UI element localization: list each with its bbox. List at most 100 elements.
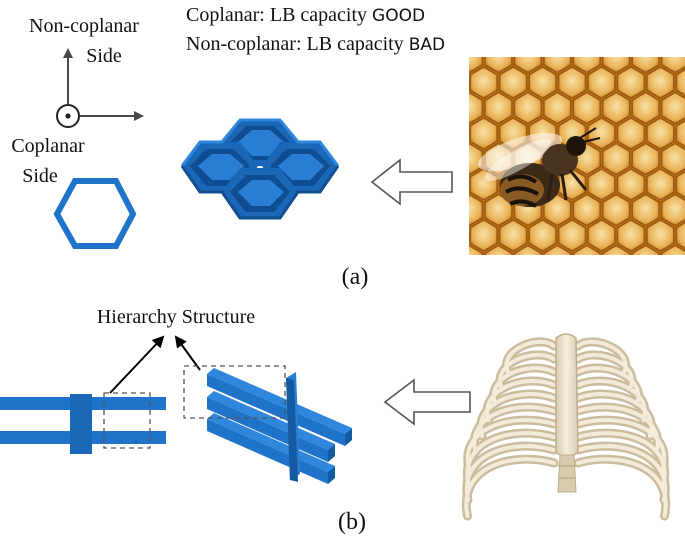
honeycomb-3d-structure-icon	[180, 118, 340, 220]
honeycomb-cell	[602, 91, 631, 125]
honeycomb-bee-photo	[426, 16, 685, 302]
rib-bone	[464, 444, 556, 502]
honeycomb-cell	[469, 219, 498, 252]
honeycomb-cell	[572, 244, 601, 255]
honeycomb-cell	[675, 170, 685, 199]
honeycomb-cell	[484, 244, 513, 255]
honeycomb-cell	[631, 244, 660, 255]
honeycomb-cell	[660, 57, 685, 74]
rib-bone	[465, 431, 556, 486]
hierarchy-structure-label: Hierarchy Structure	[97, 306, 255, 328]
rib-bone	[465, 418, 556, 470]
honeycomb-cell	[587, 66, 616, 99]
honeycomb-cell	[631, 91, 660, 125]
honeycomb-cell	[572, 57, 601, 74]
honeycomb-cell	[676, 16, 685, 47]
honeycomb-cell	[616, 219, 646, 252]
hexagon-icon	[53, 178, 137, 249]
honeycomb-cell	[559, 271, 586, 302]
honeycomb-cell	[543, 57, 572, 74]
honeycomb-cell	[469, 244, 484, 255]
honeycomb-cell	[484, 57, 513, 74]
hollow-arrow-b-icon	[383, 378, 471, 426]
honeycomb-cell	[469, 193, 484, 227]
honeycomb-cell	[484, 91, 513, 125]
honeycomb-cell	[513, 91, 543, 125]
honeycomb-cell	[646, 117, 675, 150]
honeycomb-cell	[469, 117, 498, 150]
caption-non-coplanar: Non-coplanar: LB capacity BAD	[186, 33, 445, 55]
honeycomb-cell	[616, 66, 646, 99]
rib-2d-structure-icon	[0, 394, 166, 454]
rib-bone	[576, 457, 668, 518]
honeycomb-cell	[587, 219, 616, 252]
honeycomb-cell	[469, 91, 484, 125]
hierarchy-dashed-box-right	[183, 365, 286, 419]
honeycomb-cell	[528, 66, 557, 99]
honeycomb-cell	[647, 16, 674, 47]
bee-icon	[477, 127, 601, 208]
honeycomb-cell	[441, 67, 468, 98]
axis-coplanar-label: Coplanar	[11, 135, 85, 157]
honeycomb-cell	[572, 91, 601, 125]
honeycomb-cell	[660, 91, 685, 125]
honeycomb-cell	[426, 144, 453, 175]
honeycomb-cell	[602, 57, 631, 74]
honeycomb-cell	[513, 57, 543, 74]
caption-coplanar: Coplanar: LB capacity GOOD	[186, 4, 425, 26]
leader-arrow-right	[174, 335, 201, 371]
honeycomb-cell	[646, 219, 675, 252]
axis-non-coplanar-side-label: Side	[86, 45, 122, 67]
honeycomb-cell	[426, 195, 453, 226]
honeycomb-cell	[426, 93, 453, 124]
rib-3d-structure-icon	[207, 368, 352, 484]
axis-non-coplanar-label: Non-coplanar	[29, 15, 139, 37]
axis-coplanar-side-label: Side	[22, 165, 58, 187]
honeycomb-cell	[631, 193, 660, 227]
honeycomb-cell	[660, 244, 685, 255]
honeycomb-cell	[602, 142, 631, 176]
honeycomb-cell	[469, 57, 484, 74]
hierarchy-dashed-box-left	[103, 392, 151, 449]
honeycomb-cell	[675, 68, 685, 97]
honeycomb-cell	[441, 220, 468, 251]
honeycomb-cell	[631, 57, 660, 74]
panel-label-b: (b)	[338, 509, 366, 535]
rib-bone	[573, 454, 671, 521]
honeycomb-cell	[616, 168, 646, 201]
honeycomb-cell	[500, 16, 527, 47]
rib-bone	[576, 418, 667, 470]
panel-label-a: (a)	[342, 264, 369, 290]
honeycomb-cell	[469, 66, 498, 99]
honeycomb-cell	[647, 271, 674, 302]
honeycomb-cell	[529, 271, 556, 302]
honeycomb-cell	[588, 271, 615, 302]
honeycomb-cell	[646, 168, 675, 201]
coordinate-axes-icon	[56, 48, 144, 128]
rib-bone	[464, 457, 556, 518]
honeycomb-cell	[660, 142, 685, 176]
rib-bone	[576, 444, 668, 502]
honeycomb-cell	[529, 16, 556, 47]
honeycomb-cell	[441, 118, 468, 149]
honeycomb-cell	[513, 244, 543, 255]
rib-bone	[576, 431, 667, 486]
honeycomb-cell	[557, 66, 587, 99]
honeycomb-cell	[588, 16, 615, 47]
honeycomb-cell	[426, 246, 453, 277]
honeycomb-cell	[602, 193, 631, 227]
honeycomb-cell	[602, 244, 631, 255]
honeycomb-cell	[660, 193, 685, 227]
honeycomb-cell	[587, 168, 616, 201]
honeycomb-cell	[631, 142, 660, 176]
honeycomb-cell	[675, 119, 685, 148]
honeycomb-cell	[557, 219, 587, 252]
rib-cage-icon	[461, 333, 671, 521]
leader-arrow-left	[109, 335, 165, 394]
honeycomb-cell	[618, 271, 645, 302]
honeycomb-cell	[646, 66, 675, 99]
honeycomb-cell	[572, 193, 601, 227]
honeycomb-cell	[441, 271, 468, 302]
